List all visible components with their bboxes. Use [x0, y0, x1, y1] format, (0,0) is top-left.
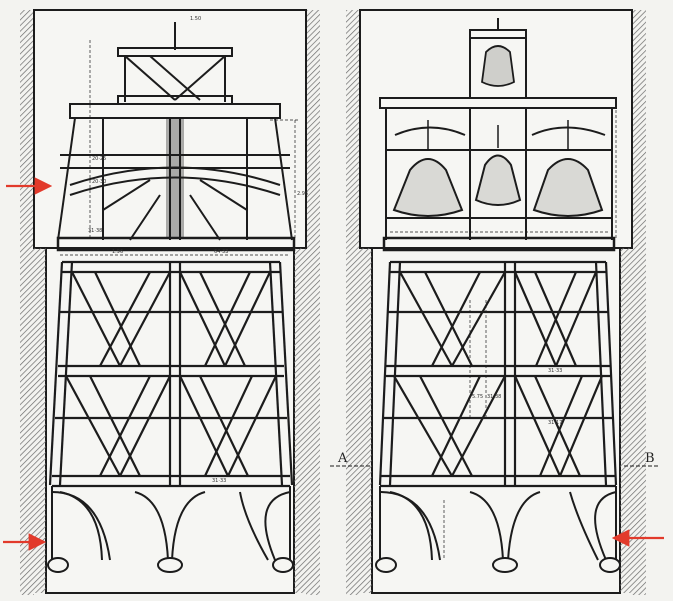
right-wall-outer-left: [346, 10, 360, 595]
dim-right-d: 31·38: [487, 394, 501, 400]
dim-top-small: 1.50: [190, 16, 201, 22]
right-elevation: 31·33 31·17 5.75 31·38 31·38: [88, 9, 646, 595]
right-wall-outer-right: [632, 10, 646, 595]
dim-span-a: 1.96: [112, 249, 123, 255]
dim-right-a: 31·33: [548, 368, 562, 374]
dim-span-b: 64·33: [214, 249, 228, 255]
section-mark-b: B: [645, 451, 655, 466]
dim-right-b: 31·17: [548, 420, 562, 426]
left-wall-outer-left: [20, 10, 34, 595]
section-mark-a: A: [337, 451, 348, 466]
dim-beam-c: 31·38: [88, 228, 102, 234]
section-line: A B: [330, 451, 660, 467]
dim-beam-b: 20·30: [92, 179, 106, 185]
top-bell: [481, 45, 515, 87]
left-wall-outer-right: [306, 10, 320, 595]
bell-right: [532, 158, 604, 217]
dim-beam-a: 20·25: [92, 156, 106, 162]
bell-left: [392, 158, 464, 217]
annotation-arrows: [3, 177, 664, 551]
dim-bottom-a: 31·33: [212, 478, 226, 484]
dim-depth: 2.96: [297, 191, 308, 197]
dim-right-c: 5.75: [472, 394, 483, 400]
bell-middle: [474, 154, 522, 206]
left-elevation: 1.50 20·25 20·30 1.96 64·33 2.96: [20, 9, 320, 595]
